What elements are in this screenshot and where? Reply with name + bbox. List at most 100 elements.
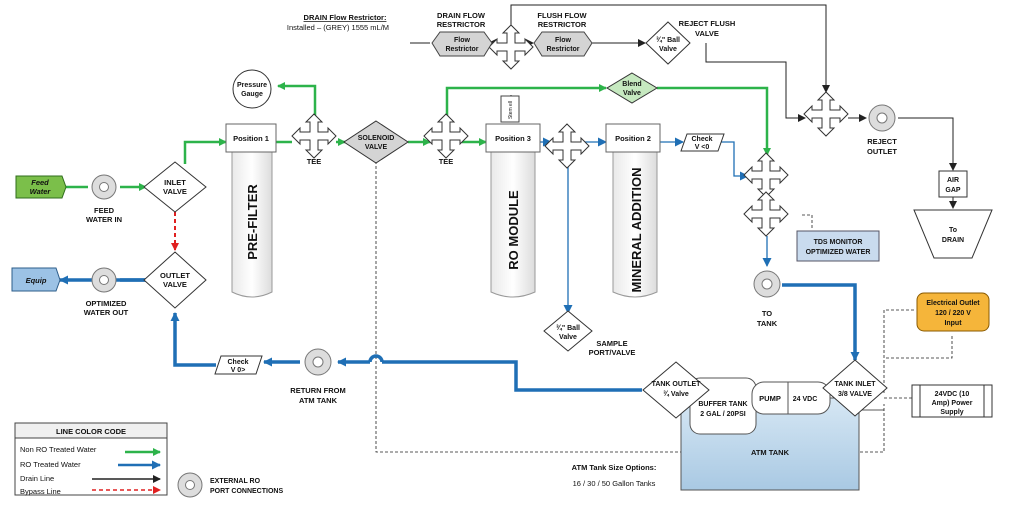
svg-text:Supply: Supply (940, 409, 963, 416)
tank-sizes-label: ATM Tank Size Options: (572, 463, 657, 472)
pressure-gauge: Pressure Gauge (232, 69, 272, 109)
legend-item-2: RO Treated Water (20, 460, 81, 469)
reject-outlet-label: REJECT (867, 137, 897, 146)
optimized-out-label-2: WATER OUT (84, 308, 129, 317)
return-atm-label: RETURN FROM (290, 386, 345, 395)
check-valve-top: Check V <0 (680, 133, 725, 152)
svg-text:GAP: GAP (945, 187, 961, 194)
to-tank-port[interactable] (753, 270, 781, 298)
tee-fitting-drain (488, 24, 534, 70)
tee-2-label: TEE (439, 157, 454, 166)
tank-outlet-valve[interactable]: TANK OUTLET ¾ Valve (642, 361, 710, 419)
svg-text:DRAIN: DRAIN (942, 237, 964, 244)
tee-fitting-blend-join (743, 152, 789, 198)
svg-text:Position 1: Position 1 (233, 134, 269, 143)
tee-fitting-reject (803, 91, 849, 137)
svg-text:To: To (949, 227, 957, 234)
equip-tag: Equip (11, 267, 61, 292)
svg-text:V <0: V <0 (695, 144, 710, 151)
svg-text:Input: Input (944, 320, 962, 327)
svg-text:120 / 220 V: 120 / 220 V (935, 310, 971, 317)
tee-fitting-2 (423, 113, 469, 159)
svg-text:AIR: AIR (947, 177, 959, 184)
svg-text:¾" Ball: ¾" Ball (656, 36, 680, 44)
svg-text:Restrictor: Restrictor (546, 46, 579, 53)
drain-restrictor-title: DRAIN Flow Restrictor: (304, 13, 387, 22)
to-tank-label-2: TANK (757, 319, 778, 328)
svg-text:ATM TANK: ATM TANK (751, 448, 790, 457)
svg-text:Equip: Equip (26, 276, 47, 285)
reject-flush-ball-valve[interactable]: ¾" Ball Valve (645, 21, 691, 65)
svg-text:Position 3: Position 3 (495, 134, 531, 143)
tds-monitor: TDS MONITOR OPTIMIZED WATER (796, 230, 880, 262)
tee-fitting-tds (743, 191, 789, 237)
svg-text:Stem ell: Stem ell (508, 101, 514, 119)
svg-text:Blend: Blend (622, 81, 641, 88)
pump: PUMP 24 VDC (751, 381, 831, 415)
optimized-out-label: OPTIMIZED (86, 299, 127, 308)
svg-text:PUMP: PUMP (759, 394, 781, 403)
drain-fr-label-2: RESTRICTOR (437, 20, 486, 29)
svg-text:Flow: Flow (454, 37, 470, 44)
mineral-label: MINERAL ADDITION (629, 168, 644, 293)
drain-restrictor-detail: Installed – (GREY) 1555 mL/M (287, 23, 389, 32)
external-ro-label: EXTERNAL RO (210, 478, 261, 485)
svg-text:SOLENOID: SOLENOID (358, 135, 395, 142)
svg-text:Valve: Valve (559, 334, 577, 341)
sample-port-label: SAMPLE (596, 339, 627, 348)
drain-flow-restrictor: Flow Restrictor (431, 31, 493, 57)
return-atm-port[interactable] (304, 348, 332, 376)
inlet-valve[interactable]: INLET VALVE (143, 161, 207, 213)
power-supply: 24VDC (10 Amp) Power Supply (911, 384, 993, 418)
legend-item-1: Non RO Treated Water (20, 445, 97, 454)
svg-text:OUTLET: OUTLET (160, 271, 190, 280)
mineral-cartridge: Position 2 MINERAL ADDITION (605, 123, 661, 298)
blend-valve[interactable]: Blend Valve (606, 72, 658, 104)
electrical-lines (375, 156, 953, 453)
reject-outlet-label-2: OUTLET (867, 147, 897, 156)
drain-funnel: To DRAIN (913, 209, 993, 259)
svg-text:Pressure: Pressure (237, 82, 267, 89)
non-ro-lines (66, 82, 771, 191)
svg-text:Valve: Valve (623, 90, 641, 97)
legend-item-4: Bypass Line (20, 487, 61, 496)
optimized-out-port[interactable] (91, 267, 117, 293)
legend: LINE COLOR CODE Non RO Treated Water RO … (14, 422, 168, 496)
svg-text:24VDC (10: 24VDC (10 (935, 391, 970, 398)
svg-text:BUFFER TANK: BUFFER TANK (698, 401, 747, 408)
legend-item-3: Drain Line (20, 474, 54, 483)
solenoid-valve[interactable]: SOLENOID VALVE (343, 120, 409, 164)
flush-fr-label-2: RESTRICTOR (538, 20, 587, 29)
tank-sizes-label-2: 16 / 30 / 50 Gallon Tanks (573, 479, 656, 488)
reject-flush-label-2: VALVE (695, 29, 719, 38)
external-ro-label-2: PORT CONNECTIONS (210, 488, 283, 495)
svg-text:Flow: Flow (555, 37, 571, 44)
svg-text:TDS MONITOR: TDS MONITOR (814, 239, 863, 246)
check-valve-bottom: Check V 0> (214, 355, 263, 375)
legend-title: LINE COLOR CODE (56, 427, 126, 436)
svg-text:24 VDC: 24 VDC (793, 396, 818, 403)
external-ro-port-key (177, 472, 203, 498)
svg-text:Amp) Power: Amp) Power (932, 400, 973, 407)
ro-lines (540, 137, 772, 314)
svg-text:TANK OUTLET: TANK OUTLET (652, 381, 702, 388)
electrical-outlet: Electrical Outlet 120 / 220 V Input (916, 292, 990, 332)
svg-text:Check: Check (691, 136, 712, 143)
flush-flow-restrictor: Flow Restrictor (533, 31, 593, 57)
svg-text:Valve: Valve (659, 46, 677, 53)
tank-inlet-valve[interactable]: TANK INLET 3/8 VALVE (822, 359, 888, 417)
outlet-valve[interactable]: OUTLET VALVE (143, 251, 207, 309)
svg-text:Restrictor: Restrictor (445, 46, 478, 53)
svg-text:¾ Valve: ¾ Valve (663, 390, 689, 398)
tee-fitting-1 (291, 113, 337, 159)
sample-ball-valve[interactable]: ¾" Ball Valve (543, 310, 593, 352)
feed-water-in-label-2: WATER IN (86, 215, 122, 224)
svg-text:Water: Water (30, 187, 52, 196)
prefilter-label: PRE-FILTER (245, 184, 260, 260)
svg-text:Position 2: Position 2 (615, 134, 651, 143)
feed-port[interactable] (91, 174, 117, 200)
svg-text:V 0>: V 0> (231, 367, 246, 374)
prefilter-cartridge: Position 1 PRE-FILTER (225, 123, 277, 298)
reject-outlet-port[interactable] (868, 104, 896, 132)
svg-text:INLET: INLET (164, 178, 186, 187)
